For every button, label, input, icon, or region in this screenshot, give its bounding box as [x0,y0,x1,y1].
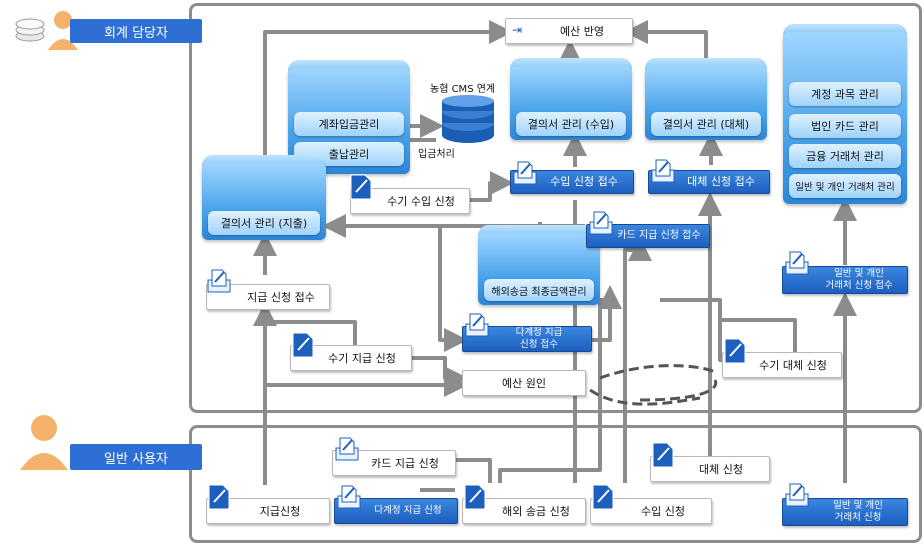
budget-reflect-icon: ⇥ [512,23,523,37]
account-deposit-label: 계좌입금관리 [294,112,404,136]
accountant-avatar-icon [8,6,78,50]
payment-receive-inbox-icon [207,269,231,293]
resolution-income-label: 결의서 관리 (수입) [516,112,626,136]
transfer-request-doc-icon [652,442,674,468]
partner-request-label: 일반 및 개인 거래처 신청 [833,500,883,523]
income-receive-inbox-icon [513,161,537,185]
transfer-request-label: 대체 신청 [699,463,743,476]
overseas-request-label: 해외 송금 신청 [502,505,570,518]
resolution-transfer-label: 결의서 관리 (대체) [651,112,761,136]
transfer-receive-label: 대체 신청 접수 [687,175,755,188]
card-pay-receive-label: 카드 지급 신청 접수 [617,230,701,241]
resolution-expense-label: 결의서 관리 (지출) [208,211,320,235]
budget-reflect-label: 예산 반영 [560,25,604,38]
finance-partner-label: 금융 거래처 관리 [789,144,901,168]
budget-origin-label: 예산 원인 [502,377,546,390]
resolution-income-db[interactable]: 결의서 관리 (수입) [510,58,632,140]
budget-reflect-box[interactable]: ⇥ 예산 반영 [505,18,633,44]
overseas-request-box[interactable]: 해외 송금 신청 [462,498,586,524]
card-pay-request-label: 카드 지급 신청 [371,457,439,470]
user-role-label: 일반 사용자 [70,444,202,470]
manual-transfer-doc-icon [724,338,746,364]
multi-account-request-inbox-icon [337,485,361,509]
manual-income-doc-icon [350,174,372,200]
deposit-process-label: 입금처리 [418,149,455,160]
cms-label: 농협 CMS 연계 [430,84,496,95]
account-subject-label: 계정 과목 관리 [789,82,901,106]
card-pay-receive-inbox-icon [589,211,613,235]
user-avatar-icon [16,410,72,470]
multi-account-request-label: 다계정 지급 신청 [374,505,442,516]
pay-request-label: 지급신청 [259,505,301,518]
overseas-final-label: 해외송금 최종금액관리 [484,279,594,301]
card-pay-request-inbox-icon [335,437,359,461]
resolution-expense-db[interactable]: 결의서 관리 (지출) [202,155,326,240]
transfer-receive-inbox-icon [651,159,675,183]
income-request-doc-icon [592,484,614,510]
general-partner-label: 일반 및 개인 거래처 관리 [789,174,901,198]
payment-receive-label: 지급 신청 접수 [247,291,315,304]
partner-request-box[interactable]: 일반 및 개인 거래처 신청 [782,498,908,526]
partner-receive-box[interactable]: 일반 및 개인 거래처 신청 접수 [782,266,908,294]
manual-pay-label: 수기 지급 신청 [328,352,396,365]
multi-account-receive-label: 다계정 지급 신청 접수 [515,327,563,350]
card-pay-request-box[interactable]: 카드 지급 신청 [332,450,456,476]
overseas-request-doc-icon [464,484,486,510]
corp-card-label: 법인 카드 관리 [789,114,901,138]
manual-pay-doc-icon [292,332,314,358]
budget-origin-box[interactable]: 예산 원인 [462,370,586,396]
accountant-role-label: 회계 담당자 [70,19,202,43]
pay-request-doc-icon [208,484,230,510]
cms-database-icon[interactable] [440,95,496,145]
partner-receive-label: 일반 및 개인 거래처 신청 접수 [825,268,893,291]
income-receive-label: 수입 신청 접수 [550,175,618,188]
multi-account-receive-inbox-icon [465,313,489,337]
manual-income-label: 수기 수입 신청 [387,195,455,208]
resolution-transfer-db[interactable]: 결의서 관리 (대체) [645,58,767,140]
overseas-final-db[interactable]: 해외송금 최종금액관리 [478,225,600,305]
income-request-label: 수입 신청 [641,505,685,518]
partner-request-inbox-icon [785,483,809,507]
payment-receive-box[interactable]: 지급 신청 접수 [206,284,330,310]
manual-transfer-label: 수기 대체 신청 [759,359,827,372]
partner-receive-inbox-icon [785,251,809,275]
master-data-db[interactable]: 계정 과목 관리 법인 카드 관리 금융 거래처 관리 일반 및 개인 거래처 … [783,24,907,204]
